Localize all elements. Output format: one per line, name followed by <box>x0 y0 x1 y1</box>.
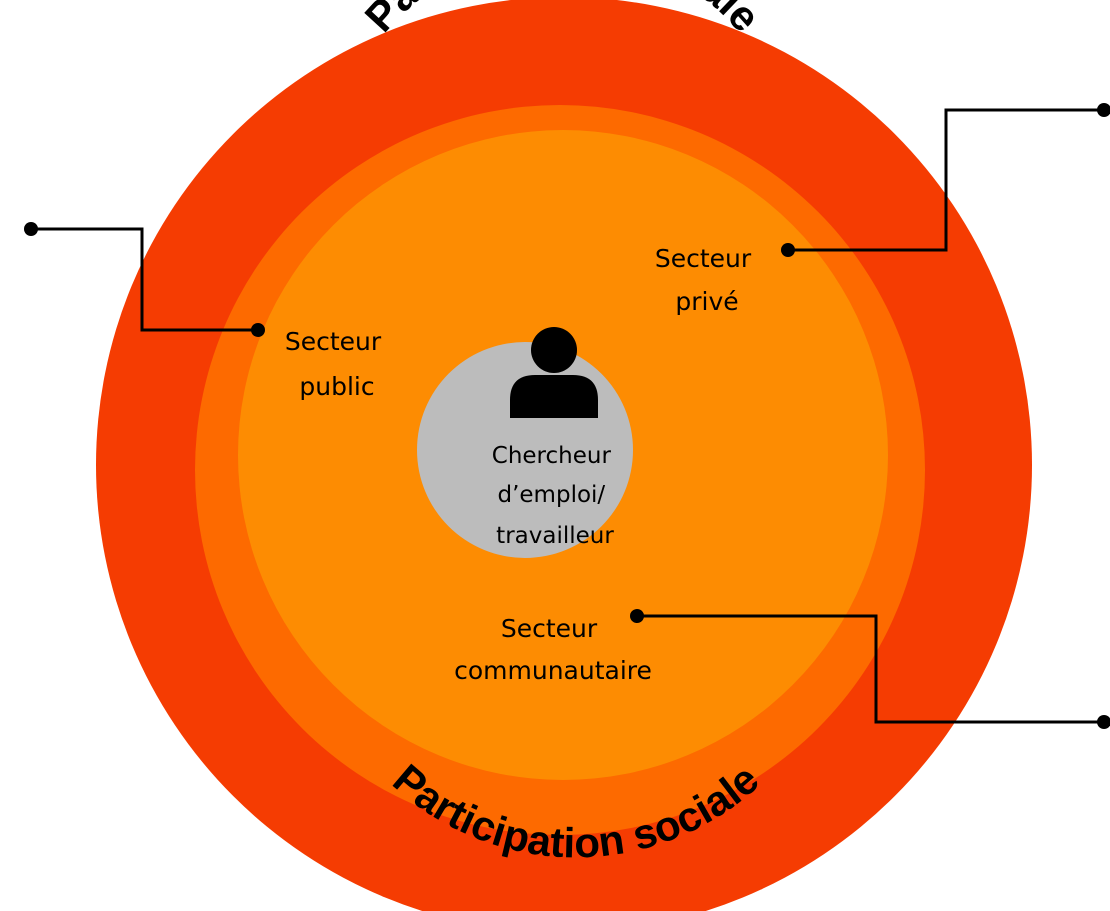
connector-public <box>31 227 258 332</box>
label-community-sector: Secteur communautaire <box>454 614 652 685</box>
person-icon <box>510 327 598 418</box>
label-private-sector: Secteur privé <box>655 244 759 316</box>
connector-dot-community-outer <box>1097 715 1110 729</box>
center-label-line-1: Chercheur <box>492 443 612 469</box>
connector-dot-community-inner <box>630 609 644 623</box>
connector-dot-private-outer <box>1097 103 1110 117</box>
connector-community <box>637 614 1104 724</box>
connector-dot-private-inner <box>781 243 795 257</box>
center-label: Chercheur d’emploi/ travailleur <box>492 443 618 549</box>
label-public-sector: Secteur public <box>285 327 389 401</box>
label-public-line-2: public <box>299 372 374 401</box>
label-community-line-2: communautaire <box>454 656 652 685</box>
label-private-line-2: privé <box>675 287 738 316</box>
label-private-line-1: Secteur <box>655 244 752 273</box>
center-label-line-2: d’emploi/ <box>498 482 606 508</box>
connector-dot-public-outer <box>24 222 38 236</box>
center-label-line-3: travailleur <box>496 523 614 549</box>
label-public-line-1: Secteur <box>285 327 382 356</box>
connector-dot-public-inner <box>251 323 265 337</box>
label-community-line-1: Secteur <box>501 614 598 643</box>
connector-private <box>788 108 1104 252</box>
